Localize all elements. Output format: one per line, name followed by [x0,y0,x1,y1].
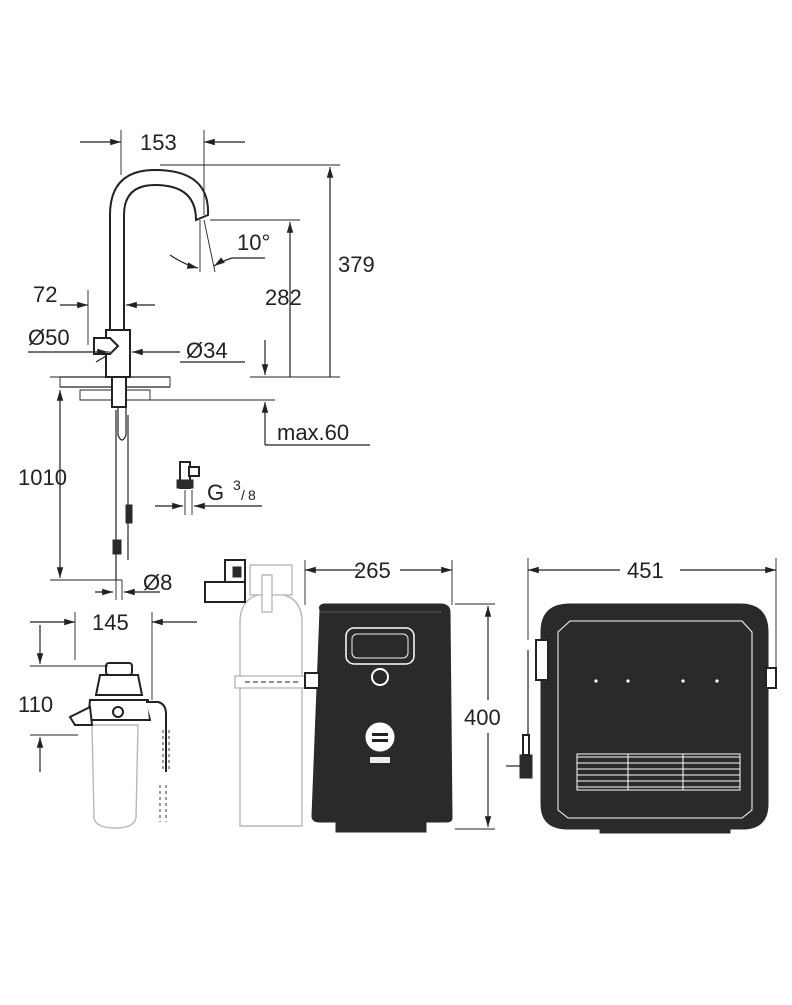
dim-thread-den: 8 [248,487,256,503]
dim-shank-diameter: Ø34 [186,338,228,363]
filter-head-icon [68,662,170,829]
dim-thread-slash: / [241,487,245,503]
co2-bottle-icon [204,559,308,827]
chiller-side-icon [527,603,777,834]
dim-thread-num: 3 [233,477,241,493]
dim-chiller-height: 400 [464,705,501,730]
dim-filter-width: 145 [92,610,129,635]
dim-base-diameter: Ø50 [28,325,70,350]
chiller-front-icon [304,603,453,833]
dim-hose-length: 1010 [18,465,67,490]
tap-icon [59,168,210,580]
dim-tap-reach: 153 [140,130,177,155]
dim-handle-offset: 72 [33,282,57,307]
dim-counter-thickness: max.60 [277,420,349,445]
power-plug-icon [506,734,533,779]
dim-tube-diameter: Ø8 [143,570,172,595]
t-connector-icon [176,461,200,489]
dim-chiller-width: 451 [627,558,664,583]
dim-filter-height: 110 [18,692,53,717]
dim-thread-prefix: G [207,480,224,505]
dim-total-height: 379 [338,252,375,277]
dim-chiller-depth: 265 [354,558,391,583]
dim-spout-height: 282 [265,285,302,310]
dim-spout-angle: 10° [237,230,270,255]
